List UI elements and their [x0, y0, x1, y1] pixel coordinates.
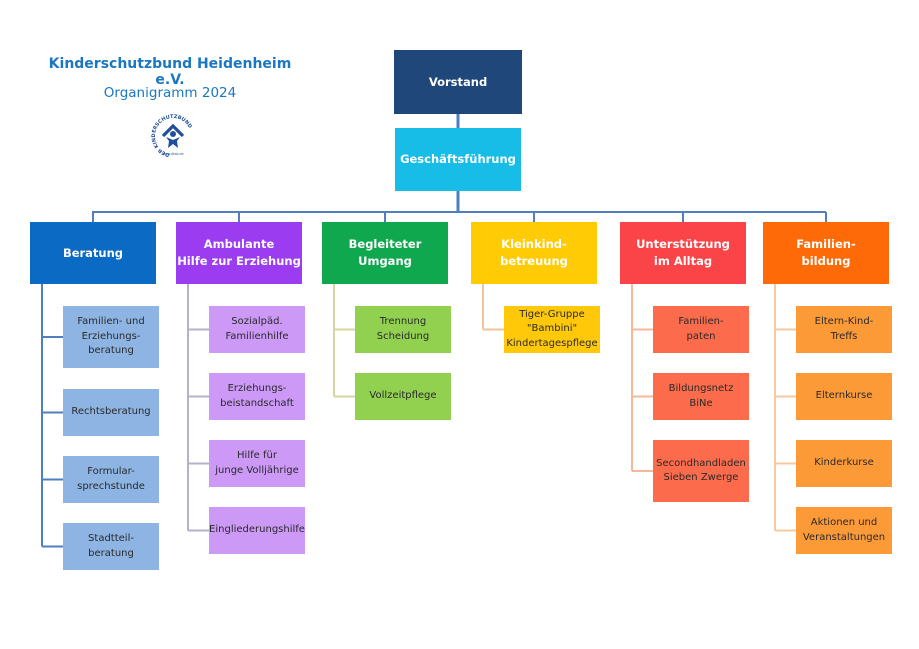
- sub-unit-box: Familien- paten: [653, 306, 749, 353]
- board-box: Vorstand: [394, 50, 522, 114]
- sub-unit-box: Stadtteil- beratung: [63, 523, 159, 570]
- sub-unit-box: Erziehungs- beistandschaft: [209, 373, 305, 420]
- sub-unit-label: Tiger-Gruppe "Bambini" Kindertagespflege: [506, 308, 598, 349]
- department-label: Ambulante Hilfe zur Erziehung: [177, 237, 301, 268]
- sub-unit-box: Bildungsnetz BiNe: [653, 373, 749, 420]
- department-label: Beratung: [62, 245, 124, 260]
- department-box: Unterstützung im Alltag: [620, 222, 746, 284]
- chart-subtitle: Organigramm 2024: [103, 85, 237, 101]
- sub-unit-label: Erziehungs- beistandschaft: [220, 383, 294, 409]
- kinderschutzbund-logo-icon: DER KINDERSCHUTZBUND www.dksb.de: [151, 114, 193, 158]
- sub-unit-box: Elternkurse: [796, 373, 892, 420]
- department-label: Unterstützung im Alltag: [636, 237, 730, 268]
- sub-unit-box: Rechtsberatung: [63, 389, 159, 436]
- department-box: Familien- bildung: [763, 222, 889, 284]
- department-label: Kleinkind- betreuung: [500, 237, 568, 268]
- sub-unit-box: Tiger-Gruppe "Bambini" Kindertagespflege: [504, 306, 600, 353]
- sub-unit-label: Familien- paten: [678, 316, 724, 342]
- organization-title: Kinderschutzbund Heidenheim e.V.: [48, 56, 292, 88]
- sub-unit-label: Sozialpäd. Familienhilfe: [225, 316, 289, 342]
- sub-unit-label: Hilfe für junge Volljährige: [215, 450, 299, 476]
- sub-unit-label: Kinderkurse: [814, 457, 874, 469]
- sub-unit-label: Vollzeitpflege: [369, 390, 437, 402]
- management-label: Geschäftsführung: [400, 152, 516, 166]
- sub-unit-box: Aktionen und Veranstaltungen: [796, 507, 892, 554]
- sub-unit-label: Secondhandladen Sieben Zwerge: [656, 457, 746, 484]
- sub-unit-box: Kinderkurse: [796, 440, 892, 487]
- management-box: Geschäftsführung: [395, 128, 521, 191]
- sub-unit-box: Hilfe für junge Volljährige: [209, 440, 305, 487]
- sub-unit-label: Familien- und Erziehungs- beratung: [77, 316, 145, 357]
- sub-unit-label: Aktionen und Veranstaltungen: [802, 517, 886, 543]
- department-box: Ambulante Hilfe zur Erziehung: [176, 222, 302, 284]
- department-label: Begleiteter Umgang: [348, 237, 422, 268]
- sub-unit-box: Trennung Scheidung: [355, 306, 451, 353]
- sub-unit-box: Secondhandladen Sieben Zwerge: [653, 440, 749, 502]
- department-box: Beratung: [30, 222, 156, 284]
- sub-unit-label: Formular- sprechstunde: [77, 466, 145, 492]
- sub-unit-box: Eingliederungshilfe: [209, 507, 305, 554]
- sub-unit-box: Sozialpäd. Familienhilfe: [209, 306, 305, 353]
- sub-unit-box: Vollzeitpflege: [355, 373, 451, 420]
- department-box: Kleinkind- betreuung: [471, 222, 597, 284]
- sub-unit-label: Elternkurse: [815, 390, 873, 402]
- sub-unit-box: Eltern-Kind- Treffs: [796, 306, 892, 353]
- logo-url-text: www.dksb.de: [162, 152, 183, 156]
- sub-unit-label: Trennung Scheidung: [376, 316, 430, 342]
- board-label: Vorstand: [428, 74, 488, 89]
- sub-unit-label: Rechtsberatung: [71, 406, 151, 418]
- department-box: Begleiteter Umgang: [322, 222, 448, 284]
- sub-unit-label: Eingliederungshilfe: [209, 524, 305, 536]
- sub-unit-box: Familien- und Erziehungs- beratung: [63, 306, 159, 368]
- sub-unit-box: Formular- sprechstunde: [63, 456, 159, 503]
- sub-unit-label: Stadtteil- beratung: [88, 533, 134, 559]
- department-label: Familien- bildung: [796, 237, 856, 268]
- sub-unit-label: Eltern-Kind- Treffs: [814, 316, 874, 342]
- sub-unit-label: Bildungsnetz BiNe: [668, 383, 734, 409]
